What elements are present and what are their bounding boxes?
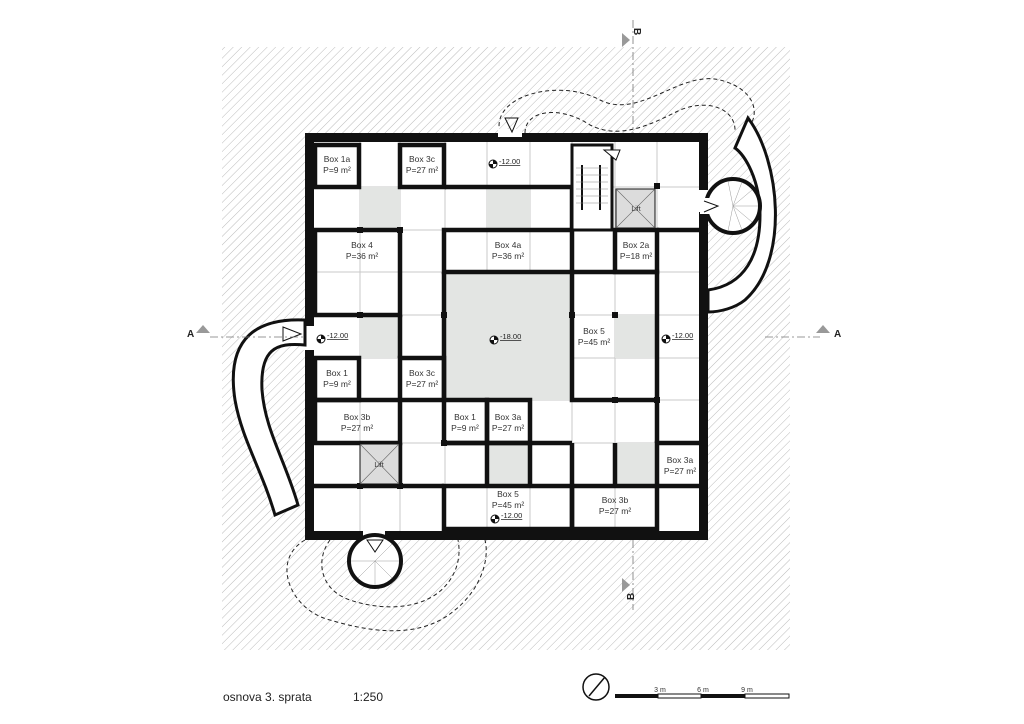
level-marker-top: -12.00 (488, 157, 520, 169)
level-value: -12.00 (327, 331, 348, 340)
lift-shaft-top (615, 188, 656, 229)
room-area: P=45 m² (578, 337, 611, 347)
room-area: P=9 m² (451, 423, 479, 433)
room-name: Box 4 (351, 240, 373, 250)
room-area: P=36 m² (346, 251, 379, 261)
room-labels: Box 1a P=9 m² Box 3c P=27 m² Box 4 P=36 … (323, 154, 696, 516)
room-area: P=9 m² (323, 379, 351, 389)
level-marker-left: -12.00 (316, 331, 348, 344)
lift-shaft-bottom (359, 443, 400, 485)
section-a-left-label: A (187, 329, 194, 340)
room-name: Box 1 (454, 412, 476, 422)
north-arrow-icon (582, 673, 610, 701)
dashed-ramp-paths (286, 78, 755, 632)
section-a-left-triangle (196, 325, 210, 333)
section-a-right-triangle (816, 325, 830, 333)
scale-bar-label: 9 m (741, 687, 753, 694)
room-area: P=27 m² (406, 165, 439, 175)
columns (357, 183, 660, 489)
top-opening-mark (504, 117, 519, 134)
stair-block (570, 143, 621, 232)
room-name: Box 1a (324, 154, 351, 164)
section-b-top-triangle (622, 33, 630, 47)
room-area: P=45 m² (492, 500, 525, 510)
room-name: Box 2a (623, 240, 650, 250)
left-curved-ramp (231, 318, 307, 518)
room-name: Box 3c (409, 368, 436, 378)
room-name: Box 5 (583, 326, 605, 336)
room-name: Box 4a (495, 240, 522, 250)
room-area: P=9 m² (323, 165, 351, 175)
level-marker-bottom: -12.00 (490, 511, 522, 524)
room-area: P=27 m² (492, 423, 525, 433)
entry-arrow (282, 326, 303, 342)
level-value: -18.00 (500, 332, 521, 341)
section-a-right-label: A (834, 329, 841, 340)
room-name: Box 3b (344, 412, 371, 422)
level-value: -12.00 (672, 331, 693, 340)
room-area: P=36 m² (492, 251, 525, 261)
room-name: Box 5 (497, 489, 519, 499)
drawing-scale: 1:250 (353, 690, 383, 704)
scale-bar (615, 693, 790, 699)
room-name: Box 3a (495, 412, 522, 422)
level-value: -12.00 (499, 157, 520, 166)
lift-label-top: Lift (631, 206, 640, 213)
scale-bar-label: 6 m (697, 687, 709, 694)
section-b-bottom-label: B (626, 593, 637, 600)
room-name: Box 3c (409, 154, 436, 164)
void-areas (360, 187, 657, 486)
section-b-top-label: B (631, 28, 642, 35)
level-marker-right: -12.00 (661, 331, 693, 344)
level-value: -12.00 (501, 511, 522, 520)
spiral-stair-bottom-left (347, 533, 403, 589)
room-area: P=27 m² (406, 379, 439, 389)
scale-bar-label: 3 m (654, 687, 666, 694)
spiral-stair-top-right (700, 177, 762, 235)
room-area: P=27 m² (599, 506, 632, 516)
room-name: Box 1 (326, 368, 348, 378)
room-name: Box 3b (602, 495, 629, 505)
lift-label-bottom: Lift (374, 462, 383, 469)
room-area: P=27 m² (341, 423, 374, 433)
level-marker-center: -18.00 (489, 332, 521, 345)
drawing-title: osnova 3. sprata (223, 690, 312, 704)
room-name: Box 3a (667, 455, 694, 465)
room-area: P=18 m² (620, 251, 653, 261)
section-b-bottom-triangle (622, 578, 630, 592)
room-area: P=27 m² (664, 466, 697, 476)
